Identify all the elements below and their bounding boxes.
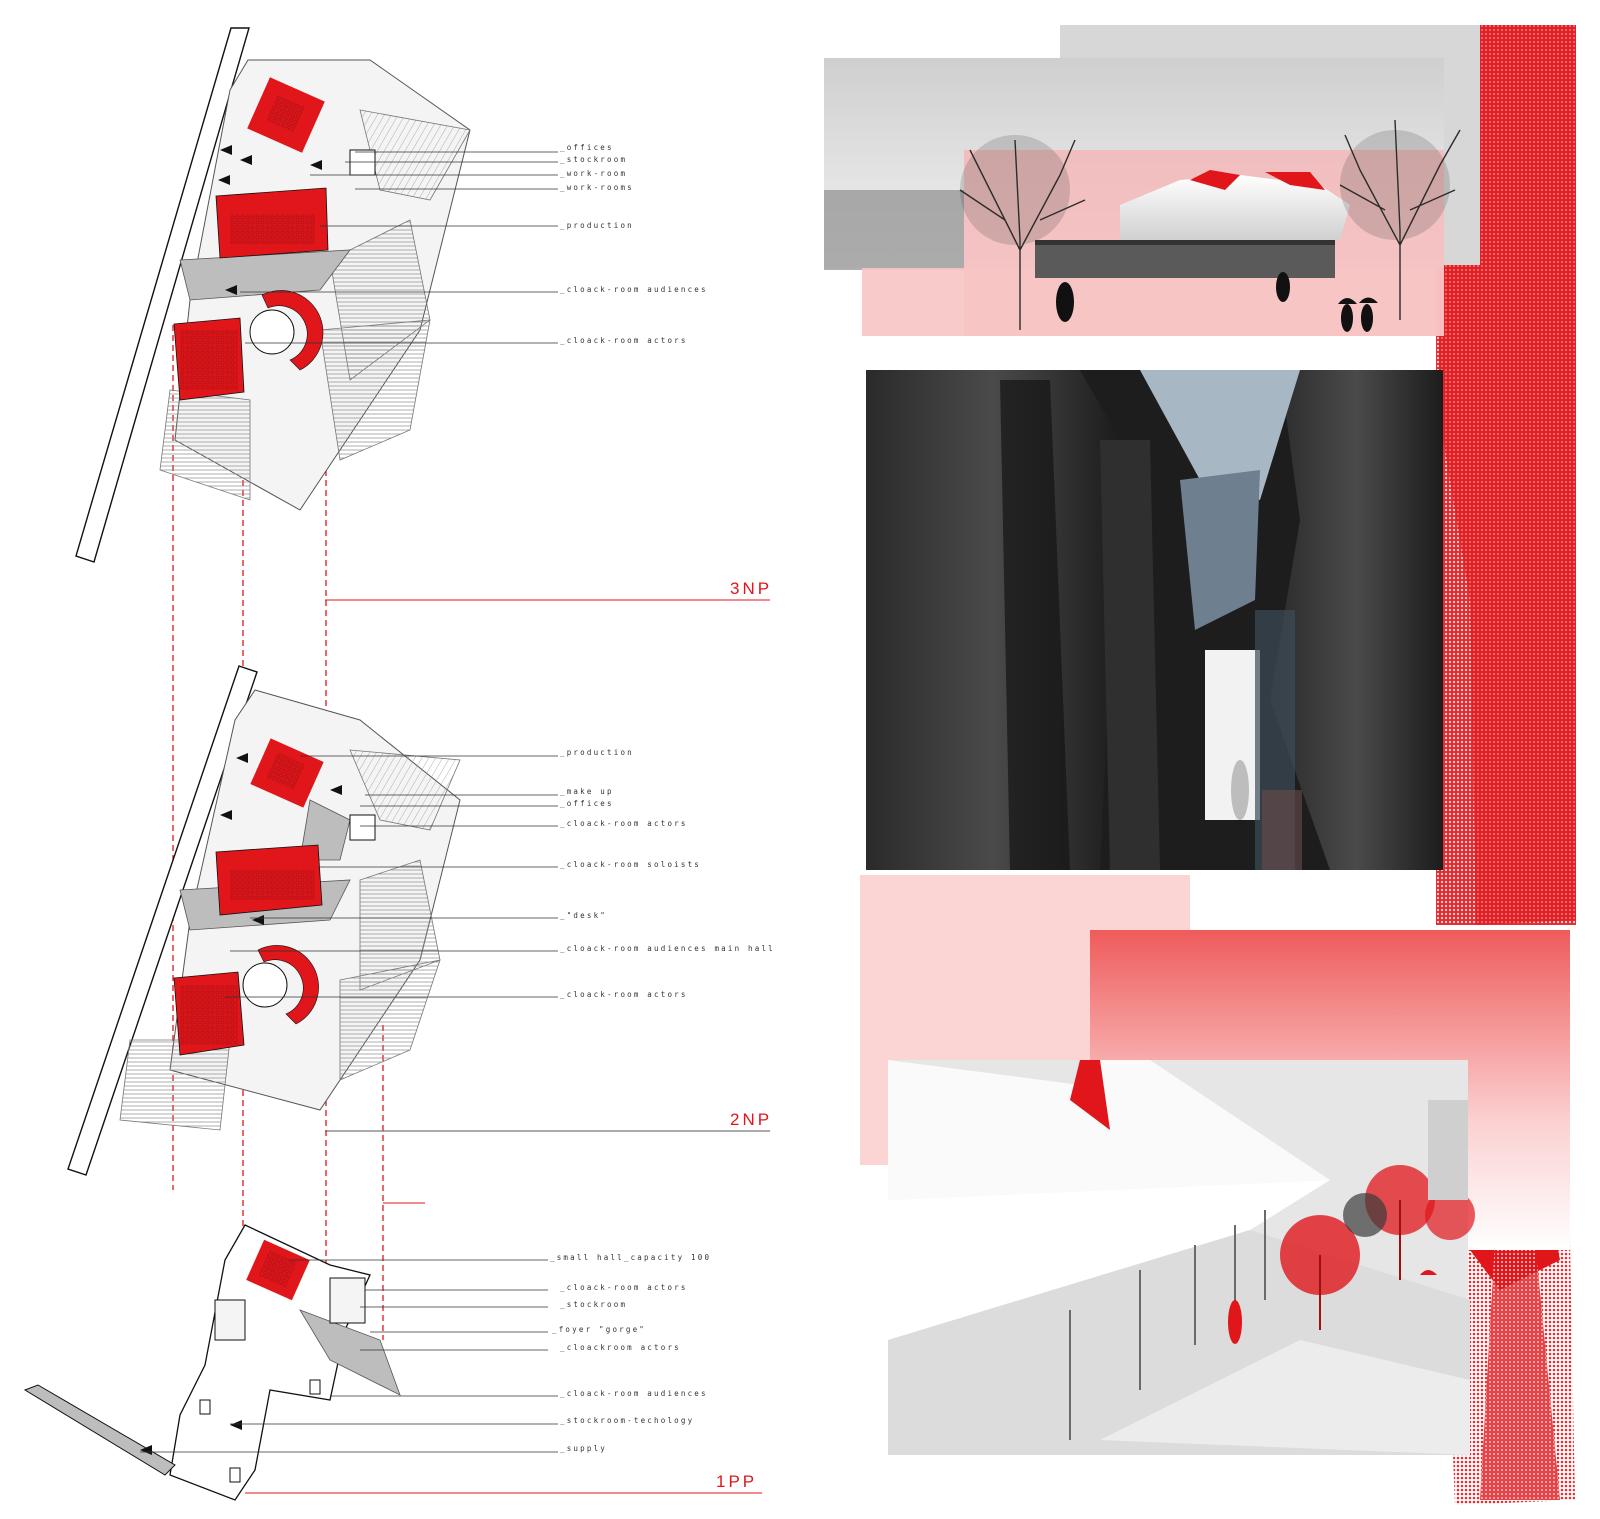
- room-label-texts-3np: _offices _stockroom _work-room _work-roo…: [560, 143, 708, 345]
- label-cloack-room-soloists: _cloack-room soloists: [560, 860, 701, 869]
- label-cloack-room-audiences-main-hall: _cloack-room audiences main hall: [560, 944, 775, 953]
- label-foyer-gorge: _foyer "gorge": [552, 1325, 646, 1334]
- label-stockroom: _stockroom: [560, 155, 627, 164]
- label-production-2: _production: [560, 748, 634, 757]
- label-stockroom-techology: _stockroom-techology: [560, 1416, 694, 1425]
- label-make-up: _make up: [560, 787, 614, 796]
- label-supply: _supply: [560, 1444, 607, 1453]
- render-gorge-view: [866, 370, 1443, 870]
- room-labels-3np: [240, 151, 558, 344]
- level-label-2np: 2NP: [730, 1110, 772, 1129]
- label-cloack-room-actors: _cloack-room actors: [560, 336, 688, 345]
- level-label-1pp: 1PP: [716, 1472, 757, 1491]
- floor-plans: 3NP: [23, 27, 775, 1501]
- label-work-rooms: _work-rooms: [560, 183, 634, 192]
- level-label-3np: 3NP: [730, 579, 772, 598]
- plan-level-3: 3NP: [75, 27, 772, 601]
- label-cloack-room-audiences-2: _cloack-room audiences: [560, 1389, 708, 1398]
- label-small-hall: _small hall_capacity 100: [550, 1253, 711, 1262]
- render-collage: [824, 25, 1576, 1505]
- room-labels-1pp: [140, 1259, 558, 1453]
- label-cloackroom-actors: _cloackroom actors: [560, 1343, 681, 1352]
- room-labels-2np: [225, 755, 558, 998]
- render-canopy-view: [860, 875, 1570, 1455]
- label-cloack-room-audiences: _cloack-room audiences: [560, 285, 708, 294]
- label-cloack-room-actors-2: _cloack-room actors: [560, 819, 688, 828]
- label-cloack-room-actors-4: _cloack-room actors: [560, 1283, 688, 1292]
- label-work-room: _work-room: [560, 169, 627, 178]
- label-stockroom-2: _stockroom: [560, 1300, 627, 1309]
- render-exterior-view: [824, 25, 1480, 336]
- label-cloack-room-actors-3: _cloack-room actors: [560, 990, 688, 999]
- room-label-texts-2np: _production _make up _offices _cloack-ro…: [560, 748, 775, 999]
- label-desk: _"desk": [560, 911, 607, 920]
- label-offices-2: _offices: [560, 799, 614, 808]
- label-production: _production: [560, 221, 634, 230]
- room-label-texts-1pp: _small hall_capacity 100 _cloack-room ac…: [550, 1253, 711, 1453]
- red-trees: [1280, 1165, 1475, 1330]
- label-offices: _offices: [560, 143, 614, 152]
- plan-level-1: 1PP: [23, 1224, 762, 1501]
